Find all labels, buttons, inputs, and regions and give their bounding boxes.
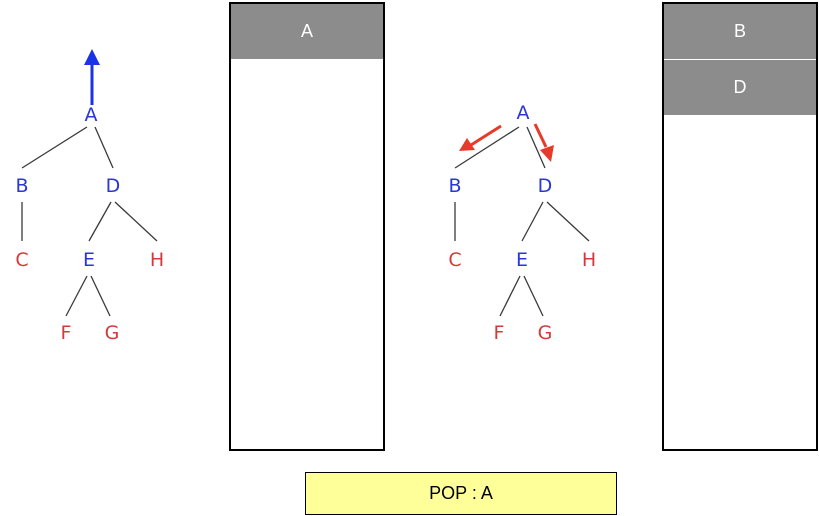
edge-e-g [523,275,544,317]
left-node-g: G [105,322,120,344]
right-node-c: C [448,249,461,271]
left-node-c: C [15,249,28,271]
right-node-f: F [494,322,505,344]
right-node-h: H [582,249,596,271]
left-node-e: E [83,249,95,271]
up-arrow-icon [84,49,100,105]
right-stack: B D [662,2,818,451]
left-node-h: H [150,249,164,271]
stack-cell: B [664,4,816,60]
down-right-arrow-icon [533,123,554,162]
left-node-b: B [15,175,28,197]
edge-e-f [499,275,521,317]
edge-d-e [521,201,544,242]
right-node-d: D [538,175,553,197]
right-node-a: A [517,102,530,124]
edge-e-g [90,275,111,317]
left-tree: A B D C E H F G [15,49,164,344]
left-node-a: A [85,104,98,126]
edge-d-h [546,201,590,242]
left-node-f: F [61,322,72,344]
right-node-g: G [538,322,553,344]
right-node-e: E [516,249,528,271]
edge-a-b [454,126,520,169]
right-node-b: B [448,175,461,197]
edge-e-f [65,275,88,317]
edge-a-d [526,126,546,169]
right-tree: A B D C E H F G [448,102,596,344]
down-left-arrow-icon [459,124,502,151]
stack-cell: D [664,60,816,116]
operation-status-label: POP : A [305,472,617,515]
edge-a-b [21,126,88,169]
stack-cell: A [231,4,383,60]
left-node-d: D [106,175,121,197]
edge-d-e [88,201,112,242]
edge-d-h [114,201,158,242]
left-stack: A [229,2,385,451]
edge-a-d [94,126,114,169]
